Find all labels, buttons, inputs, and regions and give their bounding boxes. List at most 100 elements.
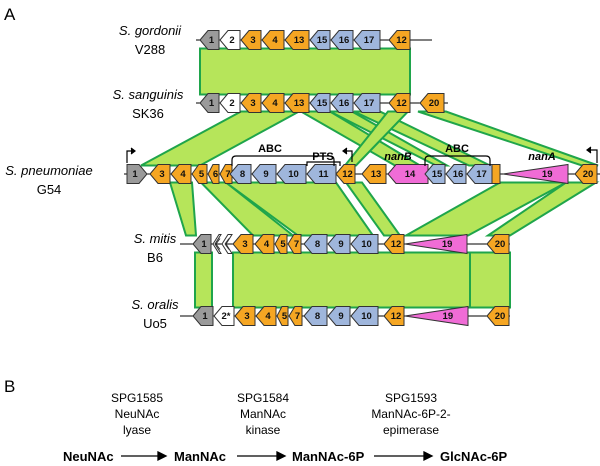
synteny-band: [417, 110, 599, 167]
gene-arrow-16: 16: [330, 30, 354, 50]
gene-arrow-4: 4: [261, 30, 285, 50]
synteny-band: [469, 251, 511, 309]
gene-arrow-1: 1: [192, 306, 214, 326]
svg-text:kinase: kinase: [246, 423, 281, 437]
gene-arrow-8: 8: [229, 164, 252, 184]
gene-arrow-1: 1: [199, 30, 220, 50]
gene-label: 12: [342, 169, 353, 180]
gene-label: 4: [272, 35, 278, 46]
svg-text:V288: V288: [135, 42, 165, 57]
gene-arrow-3: 3: [232, 234, 254, 254]
pathway-arrows: [121, 450, 434, 462]
promoter-arrow-head-1: [130, 147, 136, 155]
gene-label: 3: [159, 169, 164, 180]
abc-label-1: ABC: [258, 143, 282, 155]
gene-label: 3: [244, 311, 249, 322]
gene-arrow-15: 15: [424, 164, 446, 184]
gene-arrow-9: 9: [327, 306, 351, 326]
enzyme-lyase: SPG1585 NeuNAc lyase: [111, 391, 163, 437]
gene-label: 16: [339, 35, 350, 46]
gene-arrow-3: 3: [240, 93, 262, 113]
gene-arrow-19: 19: [404, 305, 469, 327]
reaction-arrow-1: [121, 450, 168, 462]
enzyme-epimerase: SPG1593 ManNAc-6P-2- epimerase: [371, 391, 450, 437]
gene-arrow-14: 14: [387, 164, 429, 184]
gene-label: 16: [453, 169, 464, 180]
gene-label: 7: [225, 169, 230, 180]
gene-label: 15: [317, 35, 328, 46]
gene-arrow-unlabeled: [212, 234, 222, 254]
strain-label-sanguinis: S. sanguinis SK36: [113, 87, 184, 121]
gene-arrow-16: 16: [445, 164, 467, 184]
gene-arrow-20: 20: [574, 164, 598, 184]
gene-label: 17: [364, 35, 375, 46]
svg-text:SK36: SK36: [132, 106, 164, 121]
gene-arrow-2: 2: [219, 93, 241, 113]
svg-text:G54: G54: [37, 182, 62, 197]
abc-label-2: ABC: [445, 143, 469, 155]
gene-label: 1: [209, 35, 215, 46]
gene-label: 8: [315, 311, 320, 322]
gene-label: 20: [583, 169, 594, 180]
gene-arrow-3: 3: [149, 164, 171, 184]
gene-arrow-7: 7: [288, 306, 303, 326]
gene-arrow-10: 10: [350, 234, 379, 254]
gene-label: 9: [338, 239, 343, 250]
gene-label: 7: [295, 311, 300, 322]
strain-label-gordonii: S. gordonii V288: [119, 23, 182, 57]
gene-arrow-12: 12: [335, 164, 356, 184]
pathway-enzymes: SPG1585 NeuNAc lyase SPG1584 ManNAc kina…: [111, 391, 451, 437]
gene-label: 12: [391, 311, 402, 322]
synteny-band: [140, 110, 300, 167]
gene-arrow-5: 5: [276, 306, 289, 326]
gene-label: 1: [209, 98, 215, 109]
panel-label-a: A: [4, 5, 16, 24]
compound-mannac: ManNAc: [174, 449, 226, 464]
svg-text:ManNAc-6P-2-: ManNAc-6P-2-: [371, 407, 450, 421]
strain-label-mitis: S. mitis B6: [134, 231, 177, 265]
gene-label: 10: [288, 169, 299, 180]
gene-arrow-12: 12: [388, 30, 411, 50]
gene-label: 1: [132, 169, 138, 180]
gene-arrow-10: 10: [350, 306, 379, 326]
gene-label: 12: [391, 239, 402, 250]
gene-label: 10: [361, 239, 372, 250]
gene-arrow-10: 10: [276, 164, 307, 184]
gene-arrow-20: 20: [419, 93, 445, 113]
gene-label: 8: [315, 239, 320, 250]
synteny-band: [168, 181, 198, 237]
gene-label: 14: [405, 169, 416, 180]
gene-label: 5: [282, 311, 288, 322]
gene-arrow-2: 2: [219, 30, 241, 50]
strain-label-oralis: S. oralis Uo5: [132, 297, 179, 331]
enzyme-kinase: SPG1584 ManNAc kinase: [237, 391, 289, 437]
compound-mannac-6p: ManNAc-6P: [292, 449, 365, 464]
gene-label: 1: [202, 311, 208, 322]
svg-text:S. gordonii: S. gordonii: [119, 23, 182, 38]
gene-label: 10: [361, 311, 372, 322]
svg-text:S. oralis: S. oralis: [132, 297, 179, 312]
gene-label: 17: [364, 98, 375, 109]
gene-label: 8: [240, 169, 245, 180]
gene-label: 2: [229, 98, 234, 109]
gene-arrow-5: 5: [191, 164, 208, 184]
svg-text:S. sanguinis: S. sanguinis: [113, 87, 184, 102]
gene-label: 15: [317, 98, 328, 109]
gene-arrow-15: 15: [309, 93, 331, 113]
gene-label: 11: [318, 169, 329, 180]
gene-arrow-11: 11: [306, 164, 337, 184]
gene-arrow-9: 9: [251, 164, 277, 184]
gene-arrow-15: 15: [309, 30, 331, 50]
gene-arrow-5: 5: [274, 234, 288, 254]
gene-arrow-4: 4: [261, 93, 285, 113]
promoter-arrow-head-3: [586, 146, 592, 154]
nanB-label: nanB: [384, 151, 412, 163]
svg-text:SPG1593: SPG1593: [385, 391, 437, 405]
gene-arrow-unlabeled: [221, 234, 233, 254]
pts-bracket: [306, 161, 341, 166]
gene-label: 9: [263, 169, 268, 180]
gene-label: 6: [213, 169, 218, 180]
gene-label: 4: [272, 98, 278, 109]
gene-label: 13: [294, 98, 305, 109]
gene-label: 19: [442, 239, 453, 250]
